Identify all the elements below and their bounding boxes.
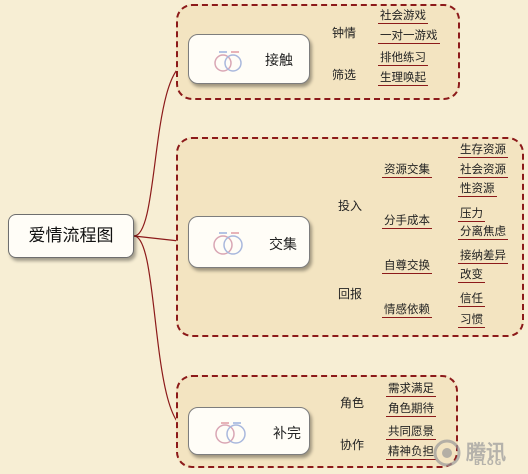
watermark: 腾讯 BLOG: [432, 436, 524, 472]
leaf-label[interactable]: 习惯: [458, 312, 485, 328]
leaf-label[interactable]: 分离焦虑: [458, 224, 508, 240]
branch-label[interactable]: 筛选: [332, 68, 357, 82]
branch-label[interactable]: 角色: [340, 396, 365, 410]
watermark-text: 腾讯: [466, 440, 506, 464]
leaf-label[interactable]: 排他练习: [378, 50, 428, 66]
leaf-label[interactable]: 性资源: [458, 181, 497, 197]
leaf-label[interactable]: 角色期待: [386, 401, 436, 417]
interlocked-rings-icon: [213, 232, 243, 255]
interlocked-rings-icon: [214, 51, 242, 72]
subbranch-label[interactable]: 资源交集: [382, 162, 432, 178]
branch-label[interactable]: 协作: [340, 438, 365, 452]
subbranch-label[interactable]: 自尊交换: [382, 258, 432, 274]
topic-contact[interactable]: 接触: [188, 34, 310, 84]
topic-label: 接触: [265, 53, 293, 69]
subbranch-label[interactable]: 分手成本: [382, 213, 432, 229]
branch-label[interactable]: 投入: [338, 199, 363, 213]
leaf-label[interactable]: 信任: [458, 291, 485, 307]
topic-label: 交集: [269, 237, 297, 253]
leaf-label[interactable]: 改变: [458, 267, 485, 283]
leaf-label[interactable]: 生理唤起: [378, 70, 428, 86]
topic-intersection[interactable]: 交集: [188, 216, 310, 268]
watermark-subtext: BLOG: [474, 458, 503, 467]
branch-label[interactable]: 回报: [338, 287, 363, 301]
branch-label[interactable]: 钟情: [332, 26, 357, 40]
leaf-label[interactable]: 生存资源: [458, 142, 508, 158]
leaf-label[interactable]: 一对一游戏: [378, 28, 440, 44]
leaf-label[interactable]: 需求满足: [386, 381, 436, 397]
watermark-logo-icon: [433, 439, 461, 467]
leaf-label[interactable]: 精神负担: [386, 444, 436, 460]
leaf-label[interactable]: 共同愿景: [386, 424, 436, 440]
leaf-label[interactable]: 接纳差异: [458, 248, 508, 264]
leaf-label[interactable]: 社会资源: [458, 162, 508, 178]
subbranch-label[interactable]: 情感依赖: [382, 302, 432, 318]
leaf-label[interactable]: 社会游戏: [378, 8, 428, 24]
root-topic[interactable]: 爱情流程图: [8, 214, 134, 258]
topic-completion[interactable]: 补完: [188, 407, 310, 455]
interlocked-rings-icon: [215, 422, 246, 444]
leaf-label[interactable]: 压力: [458, 206, 485, 222]
topic-label: 补完: [273, 426, 301, 442]
